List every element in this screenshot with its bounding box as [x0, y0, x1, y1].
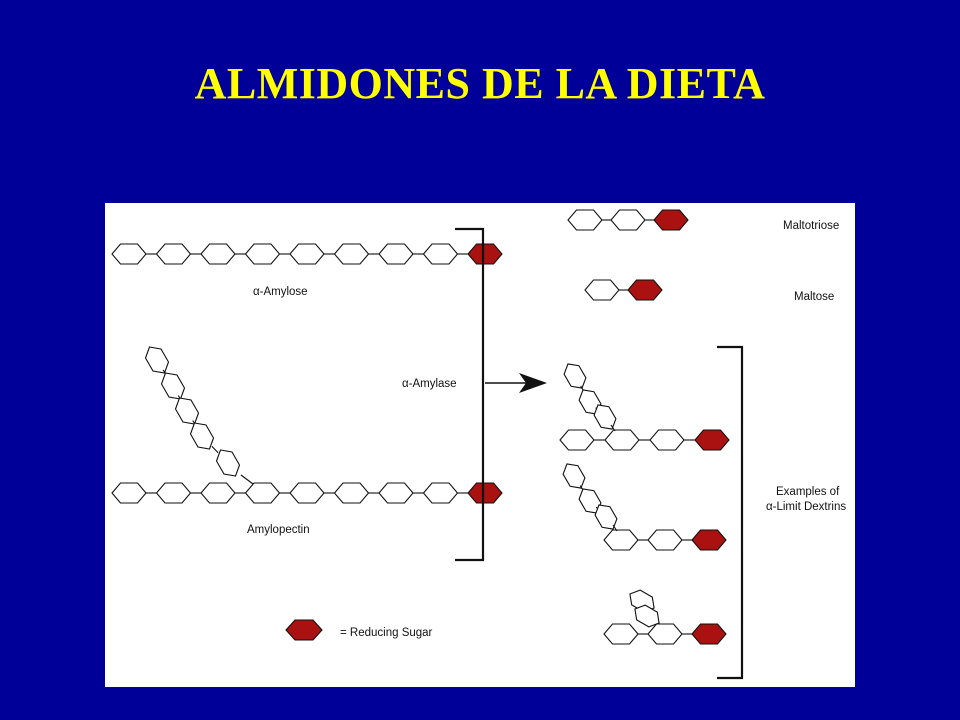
glycosidic-bond — [610, 424, 616, 432]
branch-glucose-unit — [634, 604, 660, 628]
branch-glucose-unit — [160, 372, 186, 400]
glucose-unit — [647, 529, 683, 551]
label-dextrins-line1: Examples of — [776, 486, 840, 498]
glycosidic-bond — [211, 445, 219, 454]
glycosidic-bond — [612, 524, 618, 532]
glucose-unit — [603, 623, 639, 645]
branch-glucose-unit — [189, 422, 215, 450]
reducing-sugar-unit — [691, 623, 727, 645]
branch-glucose-unit — [593, 404, 617, 430]
branch-glucose-unit — [563, 363, 587, 389]
label-legend: = Reducing Sugar — [340, 627, 433, 639]
branch-glucose-unit — [215, 449, 241, 477]
glucose-unit — [333, 243, 370, 265]
label-maltotriose: Maltotriose — [783, 220, 839, 232]
branch-glucose-unit — [144, 346, 170, 374]
glucose-unit — [604, 429, 640, 451]
glucose-unit — [333, 482, 370, 504]
reducing-sugar-unit — [627, 279, 663, 301]
label-enzyme: α-Amylase — [402, 378, 457, 390]
glycosidic-bond — [240, 474, 254, 485]
label-amylose: α-Amylose — [253, 286, 308, 298]
starch-digestion-diagram: α-Amylose Amylopectin α-Amylase Maltotri… — [105, 203, 855, 687]
substrate-bracket — [455, 227, 485, 562]
glucose-unit — [289, 243, 325, 265]
branch-glucose-unit — [562, 463, 586, 489]
glucose-unit — [289, 482, 325, 504]
glucose-unit — [603, 529, 639, 551]
reaction-arrow-head — [519, 373, 547, 393]
glucose-unit — [111, 482, 147, 504]
glucose-unit — [422, 482, 459, 504]
glucose-unit — [610, 209, 646, 231]
reducing-sugar-unit — [691, 529, 727, 551]
glucose-unit — [647, 623, 683, 645]
glucose-unit — [378, 243, 414, 265]
reducing-sugar-unit — [467, 243, 503, 265]
glucose-unit — [244, 243, 281, 265]
branch-glucose-unit — [174, 397, 200, 425]
dextrins-bracket — [717, 345, 744, 680]
glucose-unit — [155, 243, 192, 265]
label-amylopectin: Amylopectin — [247, 524, 310, 536]
label-maltose: Maltose — [794, 291, 834, 303]
glucose-unit — [111, 243, 147, 265]
glucose-unit — [244, 482, 281, 504]
slide-title: ALMIDONES DE LA DIETA — [194, 59, 766, 108]
glucose-unit — [200, 243, 236, 265]
label-dextrins-line2: α-Limit Dextrins — [766, 501, 846, 513]
legend-reducing-sugar-icon — [285, 619, 323, 641]
molecule-shapes — [111, 209, 730, 645]
glucose-unit — [200, 482, 236, 504]
glucose-unit — [649, 429, 685, 451]
glucose-unit — [422, 243, 459, 265]
glucose-unit — [584, 279, 620, 301]
reducing-sugar-unit — [653, 209, 689, 231]
diagram-canvas: α-Amylose Amylopectin α-Amylase Maltotri… — [111, 209, 846, 680]
reducing-sugar-unit — [467, 482, 503, 504]
reducing-sugar-unit — [694, 429, 730, 451]
glucose-unit — [559, 429, 595, 451]
glucose-unit — [567, 209, 603, 231]
glucose-unit — [155, 482, 192, 504]
glucose-unit — [378, 482, 414, 504]
branch-glucose-unit — [594, 504, 618, 530]
